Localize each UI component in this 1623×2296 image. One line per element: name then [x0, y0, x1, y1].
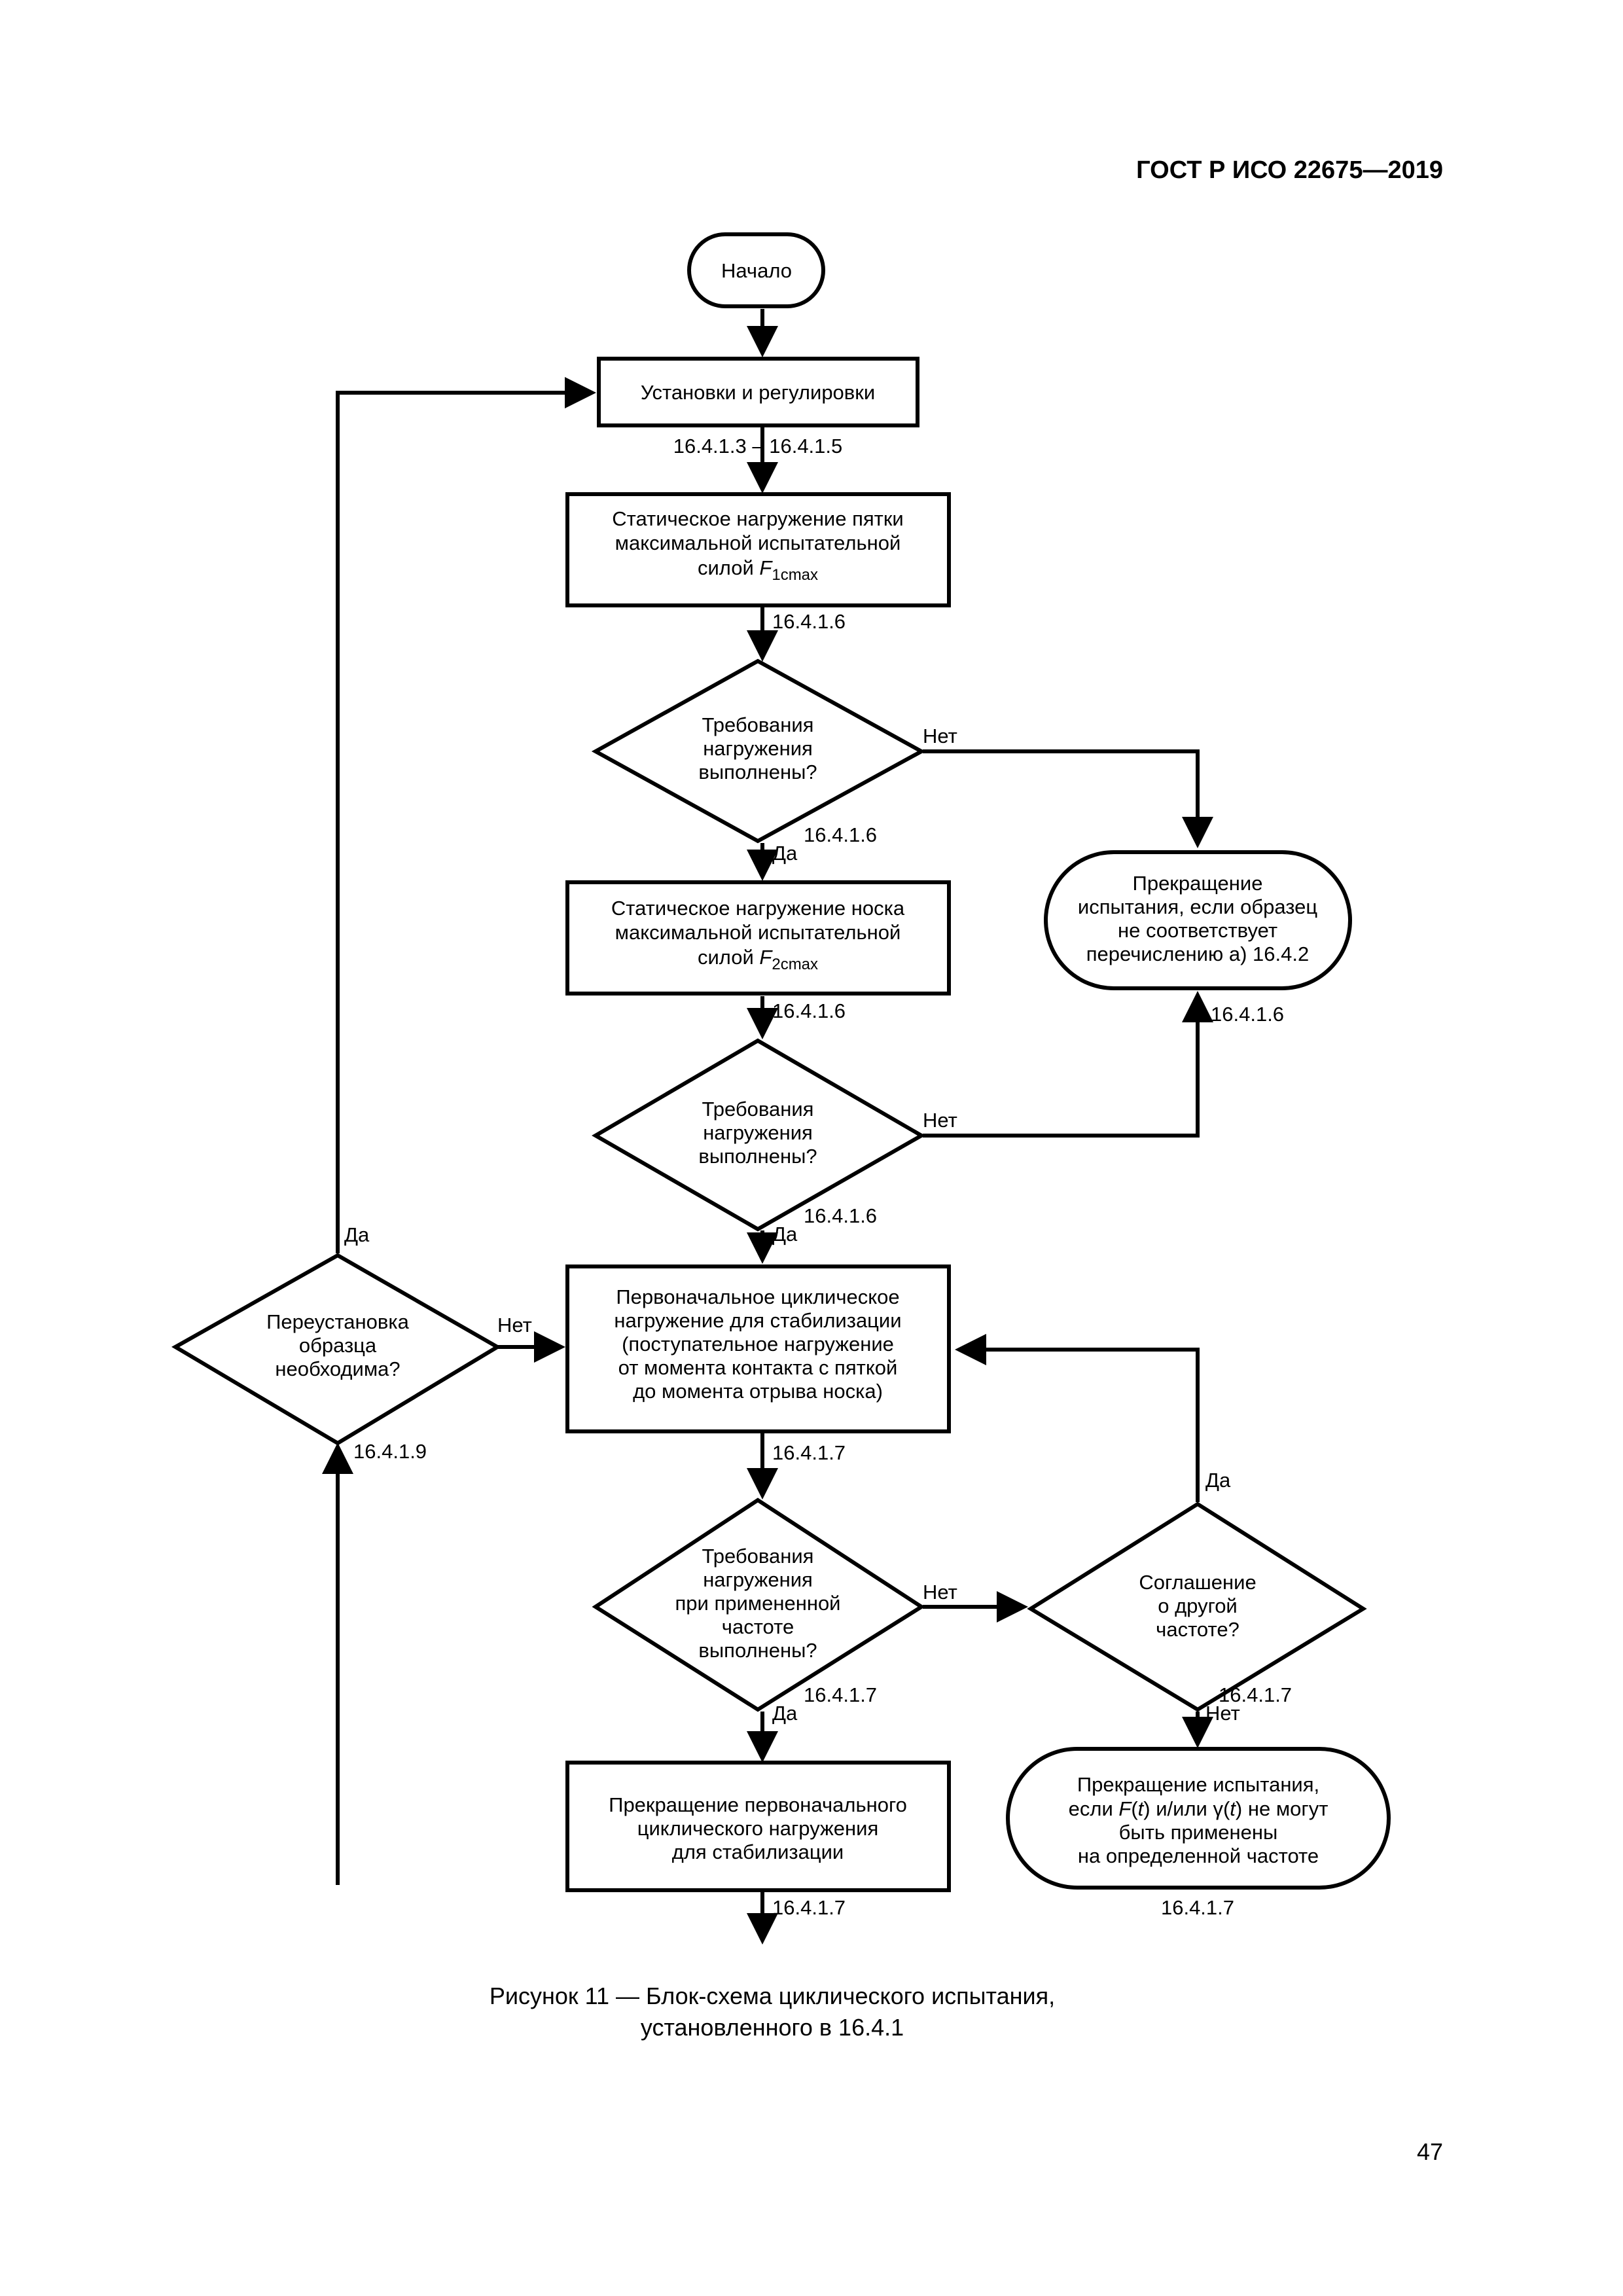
req3-line1: Требования: [702, 1545, 814, 1568]
stop-a-line1: Прекращение: [1133, 872, 1263, 895]
ref-heel: 16.4.1.6: [772, 610, 846, 633]
agreement-line1: Соглашение: [1139, 1571, 1256, 1594]
ref-stop-initial: 16.4.1.7: [772, 1896, 846, 1919]
no-label-req1: Нет: [923, 725, 957, 747]
stop-initial-line3: для стабилизации: [672, 1840, 844, 1863]
ref-stop-freq: 16.4.1.7: [1161, 1896, 1234, 1919]
no-label-req3: Нет: [923, 1581, 957, 1604]
start-terminal: Начало: [687, 232, 825, 308]
decision-requirements-2: Требования нагружения выполнены?: [592, 1038, 926, 1232]
decision-agreement: Соглашение о другой частоте?: [1027, 1501, 1367, 1712]
req2-line1: Требования: [702, 1098, 814, 1121]
edge-agreement-initial: [955, 1334, 1200, 1502]
no-label-reinstall: Нет: [497, 1314, 532, 1336]
reinstall-line2: образца: [299, 1334, 377, 1357]
ref-toe: 16.4.1.6: [772, 999, 846, 1022]
yes-label-req1: Да: [772, 842, 798, 865]
ref-agreement-no: 16.4.1.7: [1219, 1683, 1292, 1706]
standard-designation: ГОСТ Р ИСО 22675—2019: [1136, 156, 1443, 184]
ref-reinstall: 16.4.1.9: [353, 1440, 427, 1463]
initial-line2: нагружение для стабилизации: [614, 1309, 901, 1332]
reinstall-line3: необходима?: [275, 1357, 400, 1380]
decision-reinstall: Переустановка образца необходима?: [171, 1253, 501, 1446]
initial-line4: от момента контакта с пяткой: [618, 1356, 898, 1379]
initial-cyclic-box: Первоначальное циклическое нагружение дл…: [565, 1265, 951, 1433]
figure-caption-line1: Рисунок 11 — Блок-схема циклического исп…: [490, 1982, 1055, 2009]
toe-load-line2: максимальной испытательной: [615, 921, 901, 944]
heel-load-line1: Статическое нагружение пятки: [612, 507, 904, 530]
stop-freq-line4: на определенной частоте: [1078, 1844, 1319, 1867]
stop-initial-line2: циклического нагружения: [637, 1817, 879, 1840]
no-label-req2: Нет: [923, 1109, 957, 1132]
edge-req1-stop: [923, 749, 1213, 848]
ref-req1-yes: 16.4.1.6: [804, 823, 877, 846]
stop-terminal-frequency: Прекращение испытания, если F(t) и/или γ…: [1006, 1747, 1391, 1890]
edge-reinstall-setup: [336, 377, 596, 1253]
reinstall-line1: Переустановка: [266, 1310, 409, 1333]
req3-line3: при примененной: [675, 1592, 840, 1615]
stop-freq-line2: если F(t) и/или γ(t) не могут: [1069, 1797, 1329, 1820]
stop-terminal-a: Прекращение испытания, если образец не с…: [1044, 850, 1352, 990]
req3-line5: выполнены?: [698, 1639, 817, 1662]
toe-load-box: Статическое нагружение носка максимально…: [565, 880, 951, 996]
yes-label-req2: Да: [772, 1223, 798, 1246]
req1-line2: нагружения: [703, 737, 813, 760]
start-label: Начало: [721, 259, 792, 282]
setup-label: Установки и регулировки: [641, 381, 875, 404]
req3-line4: частоте: [722, 1615, 794, 1638]
toe-load-line3: силой F2cmax: [698, 946, 818, 973]
yes-label-reinstall: Да: [344, 1223, 370, 1246]
heel-load-box: Статическое нагружение пятки максимально…: [565, 492, 951, 607]
initial-line3: (поступательное нагружение: [622, 1333, 894, 1355]
stop-a-line4: перечислению а) 16.4.2: [1086, 942, 1309, 965]
figure-caption-line2: установленного в 16.4.1: [641, 2014, 904, 2041]
req3-line2: нагружения: [703, 1568, 813, 1591]
yes-label-agreement: Да: [1205, 1469, 1231, 1492]
req1-line3: выполнены?: [698, 761, 817, 783]
no-label-agreement: Нет: [1205, 1702, 1240, 1725]
stop-a-line3: не соответствует: [1118, 919, 1277, 942]
stop-a-line2: испытания, если образец: [1078, 895, 1317, 918]
page-number: 47: [1417, 2138, 1443, 2165]
stop-initial-line1: Прекращение первоначального: [609, 1793, 907, 1816]
ref-req2-yes: 16.4.1.6: [804, 1204, 877, 1227]
decision-requirements-1: Требования нагружения выполнены?: [591, 658, 926, 844]
decision-requirements-3: Требования нагружения при примененной ча…: [592, 1498, 925, 1712]
ref-stop-a: 16.4.1.6: [1211, 1003, 1284, 1026]
yes-label-req3: Да: [772, 1702, 798, 1725]
req2-line3: выполнены?: [698, 1145, 817, 1168]
ref-setup: 16.4.1.3 – 16.4.1.5: [673, 435, 843, 457]
ref-req3-yes: 16.4.1.7: [804, 1683, 877, 1706]
initial-line5: до момента отрыва носка): [633, 1380, 883, 1403]
heel-load-line2: максимальной испытательной: [615, 531, 901, 554]
stop-freq-line3: быть применены: [1119, 1821, 1278, 1844]
edge-req2-stop: [923, 991, 1213, 1138]
setup-box: Установки и регулировки: [597, 357, 919, 427]
stop-initial-box: Прекращение первоначального циклического…: [565, 1761, 951, 1892]
agreement-line2: о другой: [1158, 1594, 1238, 1617]
req1-line1: Требования: [702, 713, 814, 736]
ref-initial: 16.4.1.7: [772, 1441, 846, 1464]
toe-load-line1: Статическое нагружение носка: [611, 897, 905, 920]
agreement-line3: частоте?: [1156, 1618, 1240, 1641]
stop-freq-line1: Прекращение испытания,: [1077, 1773, 1319, 1796]
initial-line1: Первоначальное циклическое: [616, 1285, 899, 1308]
heel-load-line3: силой F1cmax: [698, 556, 818, 584]
req2-line2: нагружения: [703, 1121, 813, 1144]
